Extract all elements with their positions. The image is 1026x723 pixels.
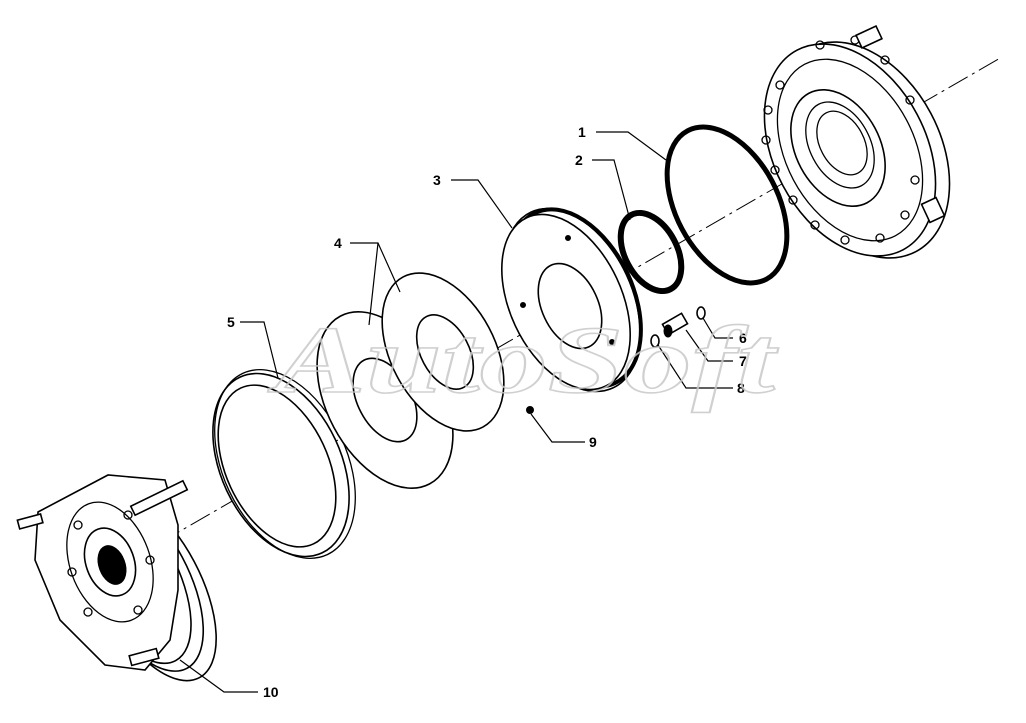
piston-plate-part xyxy=(501,207,643,393)
leader-1 xyxy=(596,131,667,161)
callout-leaders xyxy=(179,131,733,693)
leader-9 xyxy=(530,413,585,443)
leader-5 xyxy=(240,321,279,379)
callout-1: 1 xyxy=(578,124,586,140)
callout-2: 2 xyxy=(575,152,583,168)
callout-5: 5 xyxy=(227,314,235,330)
leader-6 xyxy=(702,317,733,339)
friction-disc-rear-part xyxy=(381,272,505,432)
valve-plug-part xyxy=(661,312,689,338)
small-o-ring-part xyxy=(617,209,685,295)
valve-o-ring-part xyxy=(650,334,660,348)
leader-7 xyxy=(685,329,733,362)
leader-2 xyxy=(592,159,631,221)
callout-6: 6 xyxy=(739,330,747,346)
housing-part xyxy=(761,24,951,259)
watermark-text: AutoSoft xyxy=(268,306,780,413)
callout-7: 7 xyxy=(739,353,747,369)
leader-8 xyxy=(657,344,733,389)
ball-part xyxy=(526,406,534,414)
large-seal-ring-part xyxy=(212,369,356,559)
callout-10: 10 xyxy=(263,684,279,700)
leader-3 xyxy=(451,179,513,229)
callout-3: 3 xyxy=(433,172,441,188)
leader-4b xyxy=(368,242,379,326)
callout-9: 9 xyxy=(589,434,597,450)
leader-10 xyxy=(179,659,258,693)
large-o-ring-part xyxy=(664,124,790,286)
end-cover-part xyxy=(16,474,217,682)
callout-8: 8 xyxy=(737,380,745,396)
callout-4: 4 xyxy=(334,235,342,251)
small-seal-ring-part xyxy=(696,306,706,320)
